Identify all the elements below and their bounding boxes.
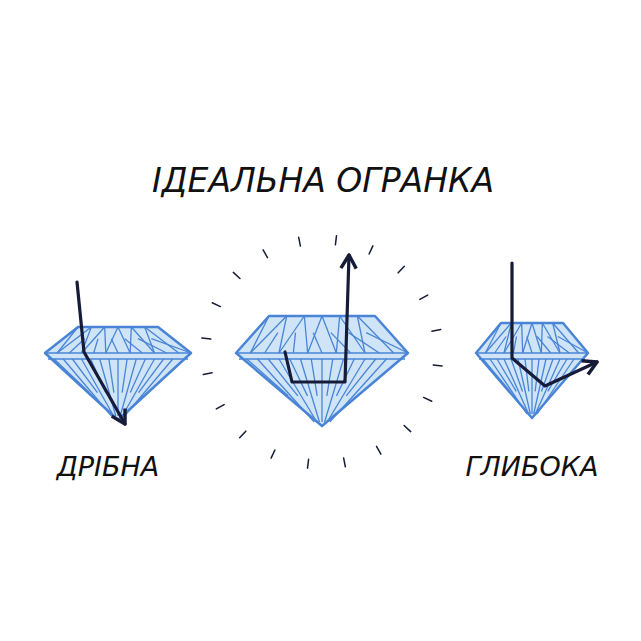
- sparkle-tick: [202, 338, 211, 339]
- sparkle-tick: [299, 237, 301, 246]
- facet-line: [250, 316, 269, 353]
- facet-line: [268, 359, 298, 396]
- facet-line: [82, 359, 114, 416]
- sparkle-tick: [404, 425, 411, 431]
- facet-line: [327, 359, 333, 396]
- diamond: [45, 327, 191, 420]
- facet-line: [279, 316, 304, 353]
- sparkle-tick: [240, 431, 246, 438]
- facet-line: [308, 316, 322, 353]
- facet-line: [111, 339, 118, 353]
- facet-line: [122, 359, 127, 393]
- facet-line: [325, 359, 344, 422]
- facet-line: [131, 327, 154, 353]
- facet-line: [72, 359, 97, 393]
- facet-line: [106, 327, 118, 353]
- facet-line: [357, 316, 393, 353]
- facet-line: [57, 327, 91, 353]
- facet-line: [537, 337, 551, 354]
- sparkle-tick: [369, 246, 373, 254]
- facet-line: [109, 359, 114, 393]
- sparkle-tick: [263, 250, 267, 258]
- facet-line: [553, 323, 579, 353]
- facet-line: [130, 359, 145, 393]
- facet-line: [94, 339, 98, 353]
- light-ray-arrow: [285, 255, 349, 382]
- sparkle-tick: [308, 459, 309, 468]
- facet-line: [125, 339, 143, 353]
- facet-line: [485, 323, 511, 353]
- diamond: [476, 323, 588, 418]
- facet-line: [531, 359, 532, 414]
- facet-line: [130, 327, 131, 353]
- facet-line: [139, 359, 164, 393]
- facet-line: [357, 316, 365, 353]
- sparkle-tick: [377, 446, 381, 454]
- cut-label: ГЛИБОКА: [466, 451, 599, 482]
- facet-line: [558, 337, 588, 354]
- facet-line: [541, 323, 542, 353]
- sparkle-tick: [335, 236, 336, 245]
- facet-line: [122, 359, 154, 416]
- cut-label: ДРІБНА: [57, 451, 160, 482]
- facet-line: [336, 316, 339, 353]
- facet-line: [120, 359, 136, 416]
- facet-line: [366, 333, 408, 353]
- facet-line: [301, 359, 320, 422]
- facet-line: [322, 316, 336, 353]
- facet-line: [553, 323, 560, 353]
- facet-line: [117, 359, 118, 416]
- light-ray-arrow: [512, 263, 597, 386]
- sparkle-tick: [271, 450, 275, 458]
- facet-line: [548, 359, 567, 391]
- facet-line: [346, 359, 376, 396]
- diamond: [236, 316, 408, 426]
- sparkle-tick: [432, 329, 441, 331]
- facet-line: [258, 359, 315, 422]
- sparkle-tick: [420, 295, 428, 299]
- facet-line: [525, 359, 529, 391]
- facet-line: [532, 323, 541, 353]
- sparkle-tick: [216, 405, 224, 409]
- facet-line: [105, 327, 106, 353]
- facet-line: [125, 359, 173, 416]
- facet-line: [513, 337, 516, 354]
- title: ІДЕАЛЬНА ОГРАНКА: [152, 161, 494, 200]
- facet-line: [330, 359, 387, 422]
- sparkle-tick: [398, 266, 404, 273]
- light-ray-arrow: [77, 282, 125, 424]
- facet-line: [304, 316, 307, 353]
- facet-line: [151, 339, 191, 353]
- facet-line: [100, 359, 116, 416]
- facet-line: [321, 359, 322, 422]
- sparkle-tick: [212, 303, 220, 307]
- sparkle-tick: [203, 373, 212, 375]
- facet-line: [523, 323, 532, 353]
- facet-line: [535, 359, 539, 391]
- sparkle-tick: [424, 397, 432, 401]
- facet-line: [118, 327, 130, 353]
- facet-line: [537, 359, 574, 414]
- sparkle-tick: [233, 272, 240, 278]
- facet-line: [495, 337, 507, 354]
- sparkle-tick: [344, 458, 346, 467]
- sparkle-tick: [433, 365, 442, 366]
- facet-line: [145, 327, 179, 353]
- facet-line: [279, 359, 317, 422]
- facet-line: [522, 323, 523, 353]
- facet-line: [311, 359, 317, 396]
- facet-line: [293, 333, 295, 353]
- facet-line: [250, 316, 286, 353]
